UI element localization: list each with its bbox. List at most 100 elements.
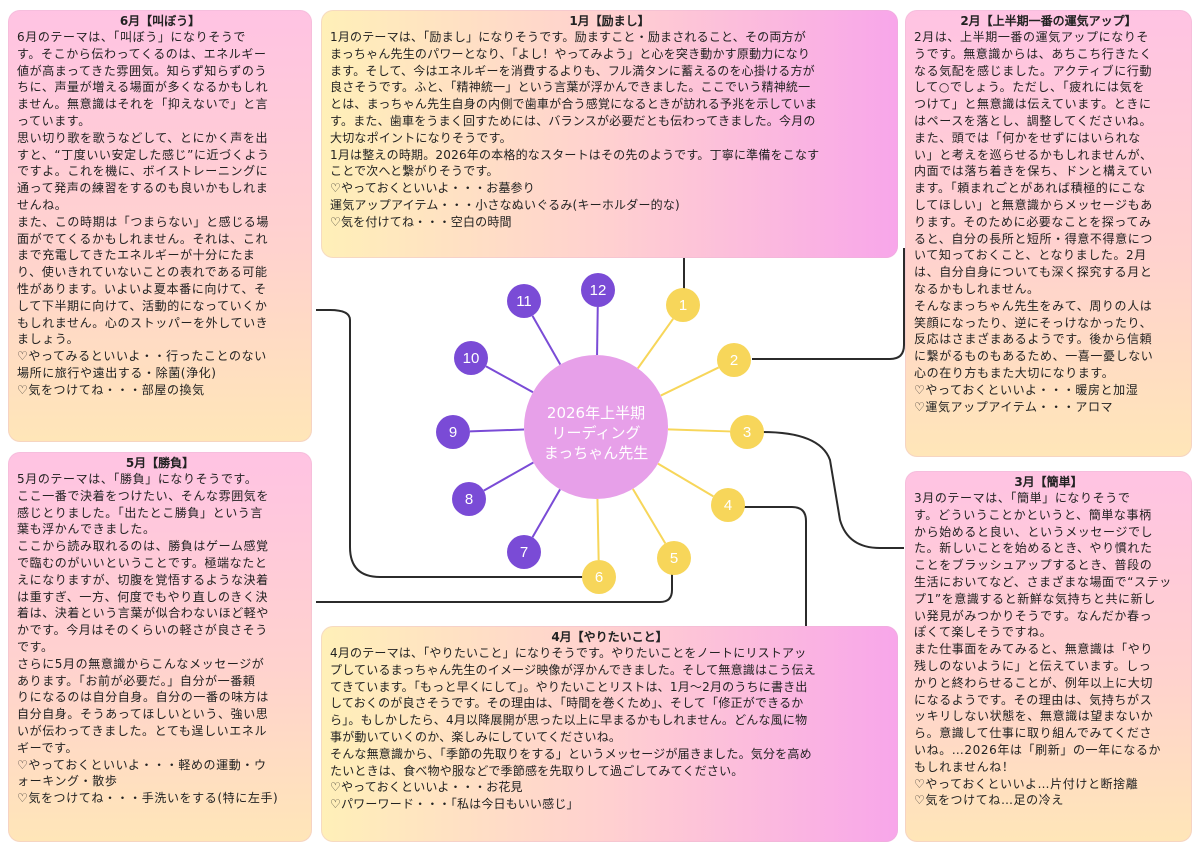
card-line: なるかもしれません。 xyxy=(914,281,1040,296)
month-node-label: 1 xyxy=(679,297,687,314)
card-line: 1月は整えの時期。2026年の本格的なスタートはその先のようです。丁寧に準備をこ… xyxy=(330,147,820,162)
card-line: 心の在り方もまた大切になります。 xyxy=(914,365,1115,380)
card-line: 性があります。いよいよ夏本番に向けて、そ xyxy=(17,281,267,296)
card-line: ですよ。これを機に、ボイストレーニングに xyxy=(17,164,269,179)
connector-line xyxy=(735,506,807,626)
card-line: かです。今月はそのくらいの軽さが良さそう xyxy=(17,623,268,638)
card-line: 6月のテーマは、「叫ぼう」になりそうで xyxy=(17,30,247,44)
card-line: ッキリしない状態を、無意識は望まないか xyxy=(914,709,1154,724)
card-june-title: 6月【叫ぼう】 xyxy=(119,14,201,28)
month-node-label: 8 xyxy=(465,491,473,508)
card-line: 葉も浮かんできました。 xyxy=(17,522,156,537)
card-line: 事が動いていくのか、楽しみにしていてくださいね。 xyxy=(330,729,622,744)
card-line: に繋がるものもあるため、一喜一憂しない xyxy=(914,349,1154,364)
card-line: してほしい」と無意識からメッセージもあ xyxy=(914,197,1153,212)
card-april-title: 4月【やりたいこと】 xyxy=(551,630,668,644)
card-line: さらに5月の無意識からこんなメッセージが xyxy=(17,656,265,671)
card-line: 値が高まってきた雰囲気。知らず知らずのう xyxy=(17,63,268,78)
spoke-line xyxy=(660,366,720,397)
card-may: 5月【勝負】 5月のテーマは、「勝負」になりそうです。ここ一番で決着をつけたい、… xyxy=(8,452,312,842)
card-line: い」と考えを巡らせるかもしれませんが、 xyxy=(914,147,1153,162)
spoke-line xyxy=(631,488,667,544)
card-line: いが伝わってきました。とても逞しいエネル xyxy=(17,723,268,738)
center-title-line-3: まっちゃん先生 xyxy=(544,444,648,462)
card-line: す。また、歯車をうまく回すためには、バランスが必要だとも伝わってきました。今月の xyxy=(330,113,816,128)
connector-line xyxy=(761,431,904,549)
center-title-line-1: 2026年上半期 xyxy=(547,404,645,422)
card-line: 残しのないように」と伝えています。しっ xyxy=(914,658,1152,673)
month-node-10 xyxy=(454,341,488,375)
month-node-5 xyxy=(657,541,691,575)
card-line: ♡やっておくといいよ・・・暖房と加湿 xyxy=(914,382,1139,397)
card-line: 自分自身。そうあってほしいという、強い思 xyxy=(17,707,269,722)
card-line: っています。 xyxy=(17,113,91,128)
center-title-line-2: リーディング xyxy=(552,424,641,442)
card-line: り、使いきれていないことの表れである可能 xyxy=(17,265,268,280)
card-line: まっちゃん先生のパワーとなり、「よし！やってみよう」と心を突き動かす原動力になり xyxy=(330,46,811,61)
month-node-label: 2 xyxy=(730,352,738,369)
card-line: ら。意識して仕事に取り組んでみてくださ xyxy=(914,726,1153,741)
card-march-body: 3月のテーマは、「簡単」になりそうです。どういうことかというと、簡単な事柄から始… xyxy=(914,490,1183,809)
card-january: 1月【励まし】 1月のテーマは、「励まし」になりそうです。励ますこと・励まされる… xyxy=(321,10,898,258)
month-node-4 xyxy=(711,488,745,522)
card-line: ♡やってみるといいよ・・行ったことのない xyxy=(17,349,267,364)
month-node-label: 7 xyxy=(520,544,528,561)
card-line: かりと終わらせることが、例年以上に大切 xyxy=(914,675,1153,690)
card-line: ことをブラッシュアップするとき、普段の xyxy=(914,558,1153,573)
card-line: ♡運気アップアイテム・・・アロマ xyxy=(914,399,1114,414)
card-line: そんな無意識から、「季節の先取りをする」というメッセージが届きました。気分を高め xyxy=(330,746,812,761)
card-line: で臨むのがいいということです。極端なたと xyxy=(17,555,268,570)
card-line: 生活においてなど、さまざまな場面で“ステッ xyxy=(914,574,1172,589)
connector-line xyxy=(752,248,905,360)
card-line: た。新しいことを始めるとき、やり慣れた xyxy=(914,541,1153,556)
card-line: 4月のテーマは、「やりたいこと」になりそうです。やりたいことをノートにリストアッ xyxy=(330,646,807,660)
card-line: また、この時期は「つまらない」と感じる場 xyxy=(17,214,270,229)
card-line: 3月のテーマは、「簡単」になりそうで xyxy=(914,491,1131,505)
month-node-label: 5 xyxy=(670,550,678,567)
card-line: 感じとりました。「出たとこ勝負」という言 xyxy=(17,505,264,520)
month-node-9 xyxy=(436,415,470,449)
card-line: なる気配を感じました。アクティブに行動 xyxy=(914,63,1153,78)
card-february-body: 2月は、上半期一番の運気アップになりそうです。無意識からは、あちこち行きたくなる… xyxy=(914,29,1183,415)
card-line: せんね。 xyxy=(17,197,68,212)
card-line: すと、“丁度いい安定した感じ”に近づくよう xyxy=(17,147,270,162)
card-february: 2月【上半期一番の運気アップ】 2月は、上半期一番の運気アップになりそうです。無… xyxy=(905,10,1192,457)
spoke-line xyxy=(667,428,731,433)
month-node-label: 3 xyxy=(743,424,751,441)
card-january-title: 1月【励まし】 xyxy=(569,14,650,28)
card-line: い発見がみつかりそうです。なんだか春っ xyxy=(914,608,1153,623)
card-line: 場所に旅行や遠出する・除菌(浄化) xyxy=(17,365,217,380)
card-line: りになるのは自分自身。自分の一番の味方は xyxy=(17,690,270,705)
card-june: 6月【叫ぼう】 6月のテーマは、「叫ぼう」になりそうです。そこから伝わってくるの… xyxy=(8,10,312,442)
card-line: つけて」と無意識は伝えています。ときに xyxy=(914,97,1152,112)
card-line: もしれません。心のストッパーを外していき xyxy=(17,315,269,330)
card-line: から始めると良い、というメッセージでし xyxy=(914,524,1154,539)
month-node-label: 12 xyxy=(590,282,607,299)
card-line: ましょう。 xyxy=(17,332,80,347)
card-line: 良さそうです。ふと、「精神統一」という言葉が浮かんできました。ここでいう精神統一 xyxy=(330,80,811,95)
card-april: 4月【やりたいこと】 4月のテーマは、「やりたいこと」になりそうです。やりたいこ… xyxy=(321,626,898,842)
card-line: 大切なポイントになりそうです。 xyxy=(330,130,512,145)
card-line: そんなまっちゃん先生をみて、周りの人は xyxy=(914,298,1153,313)
card-march: 3月【簡単】 3月のテーマは、「簡単」になりそうです。どういうことかというと、簡… xyxy=(905,471,1192,842)
card-line: ません。無意識はそれを「抑えないで」と言 xyxy=(17,97,269,112)
card-line: 運気アップアイテム・・・小さなぬいぐるみ(キーホルダー的な) xyxy=(330,197,680,212)
card-line: ります。そのために必要なことを探ってみ xyxy=(914,214,1152,229)
card-line: は、自分自身についても深く探究する月と xyxy=(914,265,1153,280)
card-line: たいときは、食べ物や服などで季節感を先取りして過ごしてみてください。 xyxy=(330,763,744,778)
connector-line xyxy=(316,309,585,578)
card-line: いね。…2026年は「刷新」の一年になるか xyxy=(914,742,1162,757)
card-line: いて知っておくこと、となりました。2月 xyxy=(914,248,1147,263)
card-line: 面がでてくるかもしれません。それは、これ xyxy=(17,231,269,246)
spoke-line xyxy=(657,462,714,498)
card-line: 着は、決着という言葉が似合わないほど軽や xyxy=(17,606,270,621)
card-june-body: 6月のテーマは、「叫ぼう」になりそうです。そこから伝わってくるのは、エネルギー値… xyxy=(17,29,303,399)
card-line: もしれませんね！ xyxy=(914,759,1015,774)
card-line: 内面では落ち着きを保ち、ドンと構えてい xyxy=(914,164,1153,179)
card-line: ます。そして、今はエネルギーを消費するよりも、フル満タンに蓄えるのを心掛ける方が xyxy=(330,63,815,78)
card-may-title: 5月【勝負】 xyxy=(125,456,195,470)
spoke-line xyxy=(531,488,561,538)
spoke-line xyxy=(596,498,600,561)
month-node-7 xyxy=(507,535,541,569)
